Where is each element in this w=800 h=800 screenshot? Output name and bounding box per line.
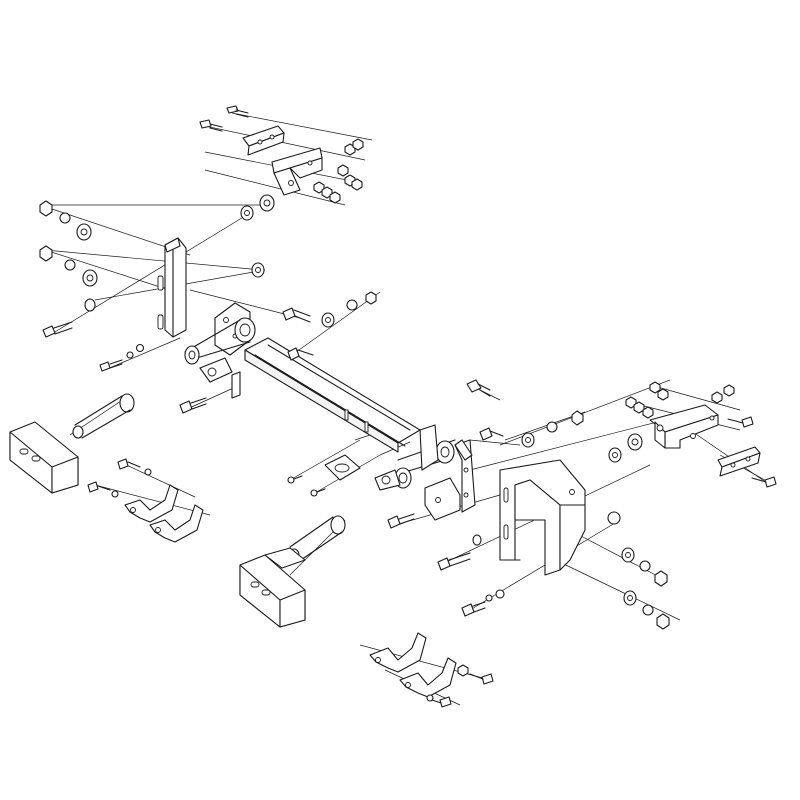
left-long-bolt — [42, 321, 73, 338]
crossbar-main-tube — [244, 337, 421, 453]
right-center-hardware — [437, 410, 670, 630]
center-bolts — [179, 291, 504, 529]
bottom-receiver — [239, 547, 306, 628]
left-receiver — [9, 421, 79, 494]
bolt-small-1 — [287, 475, 303, 484]
bolt-top-2 — [199, 119, 223, 132]
left-pin — [72, 393, 135, 439]
top-mounting-bracket-assembly — [199, 105, 364, 204]
bolt-r1 — [437, 534, 482, 571]
left-vertical-bracket — [157, 237, 187, 338]
crossbar-left-plate — [214, 302, 251, 356]
center-top-washers — [240, 194, 275, 278]
left-receiver-and-pin — [9, 393, 135, 494]
bolt-b1 — [469, 673, 494, 685]
bolt-b2 — [431, 696, 452, 708]
crossbar-center-clamp — [324, 454, 361, 481]
top-plate — [242, 125, 285, 156]
top-angle-bracket — [271, 147, 323, 196]
bottom-receiver-and-pin — [239, 515, 346, 628]
bolt-c6 — [387, 513, 415, 529]
crossbar-left-tow-tab — [199, 357, 241, 399]
right-top-bracket-assembly — [625, 381, 777, 488]
crossbar-right-tube — [374, 439, 456, 491]
bolt-c4 — [466, 379, 491, 397]
bolt-c1 — [282, 307, 311, 323]
bolt-rt1 — [751, 476, 777, 488]
bolt-c2 — [287, 347, 314, 361]
bolt-c5 — [479, 427, 504, 441]
top-nuts — [313, 138, 364, 204]
right-large-bracket — [499, 459, 586, 576]
bolt-rt2 — [727, 416, 754, 428]
bolt-ll2 — [87, 481, 111, 493]
crossbar-right-plates — [419, 424, 476, 521]
left-lower-bolt — [99, 343, 145, 372]
bolt-c3 — [179, 397, 207, 414]
bolt-ll1 — [117, 458, 141, 470]
left-lower-clamps — [87, 458, 204, 543]
main-crossbar-assembly — [184, 302, 476, 521]
crossbar-left-tube — [184, 317, 256, 365]
bottom-clamps — [369, 632, 494, 708]
left-upper-hardware — [39, 200, 98, 312]
bolt-small-2 — [310, 488, 326, 497]
bolt-r2 — [461, 589, 505, 617]
bolt-top-1 — [226, 105, 249, 118]
left-side-bracket-assembly — [39, 200, 187, 372]
